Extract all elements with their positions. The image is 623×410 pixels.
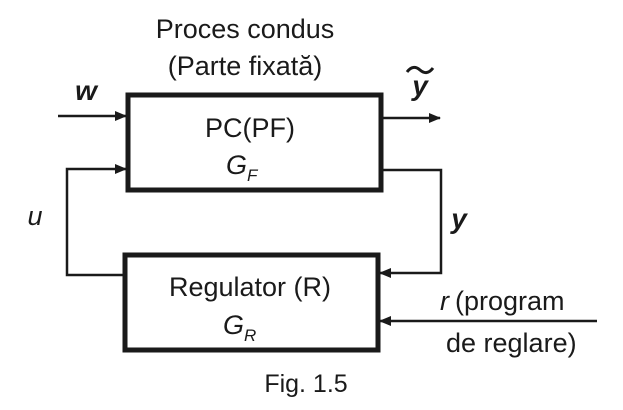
figure-caption: Fig. 1.5 (264, 370, 347, 398)
signal-u-label: u (27, 201, 42, 231)
signal-y-label: y (449, 203, 468, 234)
signal-y-path (379, 168, 443, 278)
signal-r-text-line1: (program (455, 286, 565, 316)
process-title-line2: (Parte fixată) (168, 51, 323, 81)
process-gain-subscript: F (247, 166, 259, 185)
signal-r-text-line2: de reglare) (446, 328, 577, 358)
controller-gain-subscript: R (244, 326, 256, 345)
controller-gain-symbol: G (223, 310, 244, 340)
signal-r-symbol: r (440, 286, 450, 316)
signal-u-path (65, 164, 127, 277)
controller-block-label: Regulator (R) (169, 272, 331, 302)
signal-r-label: r(program (440, 286, 565, 316)
process-gain-symbol: G (226, 150, 247, 180)
process-block-label: PC(PF) (205, 113, 295, 143)
signal-y-tilde-letter: y (410, 70, 429, 101)
controller-gain: GR (223, 310, 256, 345)
signal-y-tilde-label: y (405, 65, 435, 101)
tilde-mark (405, 65, 435, 75)
process-block (125, 92, 384, 193)
process-title-line1: Proces condus (156, 14, 335, 44)
signal-w-label: w (75, 75, 99, 106)
controller-block (122, 252, 381, 353)
process-gain: GF (226, 150, 259, 185)
